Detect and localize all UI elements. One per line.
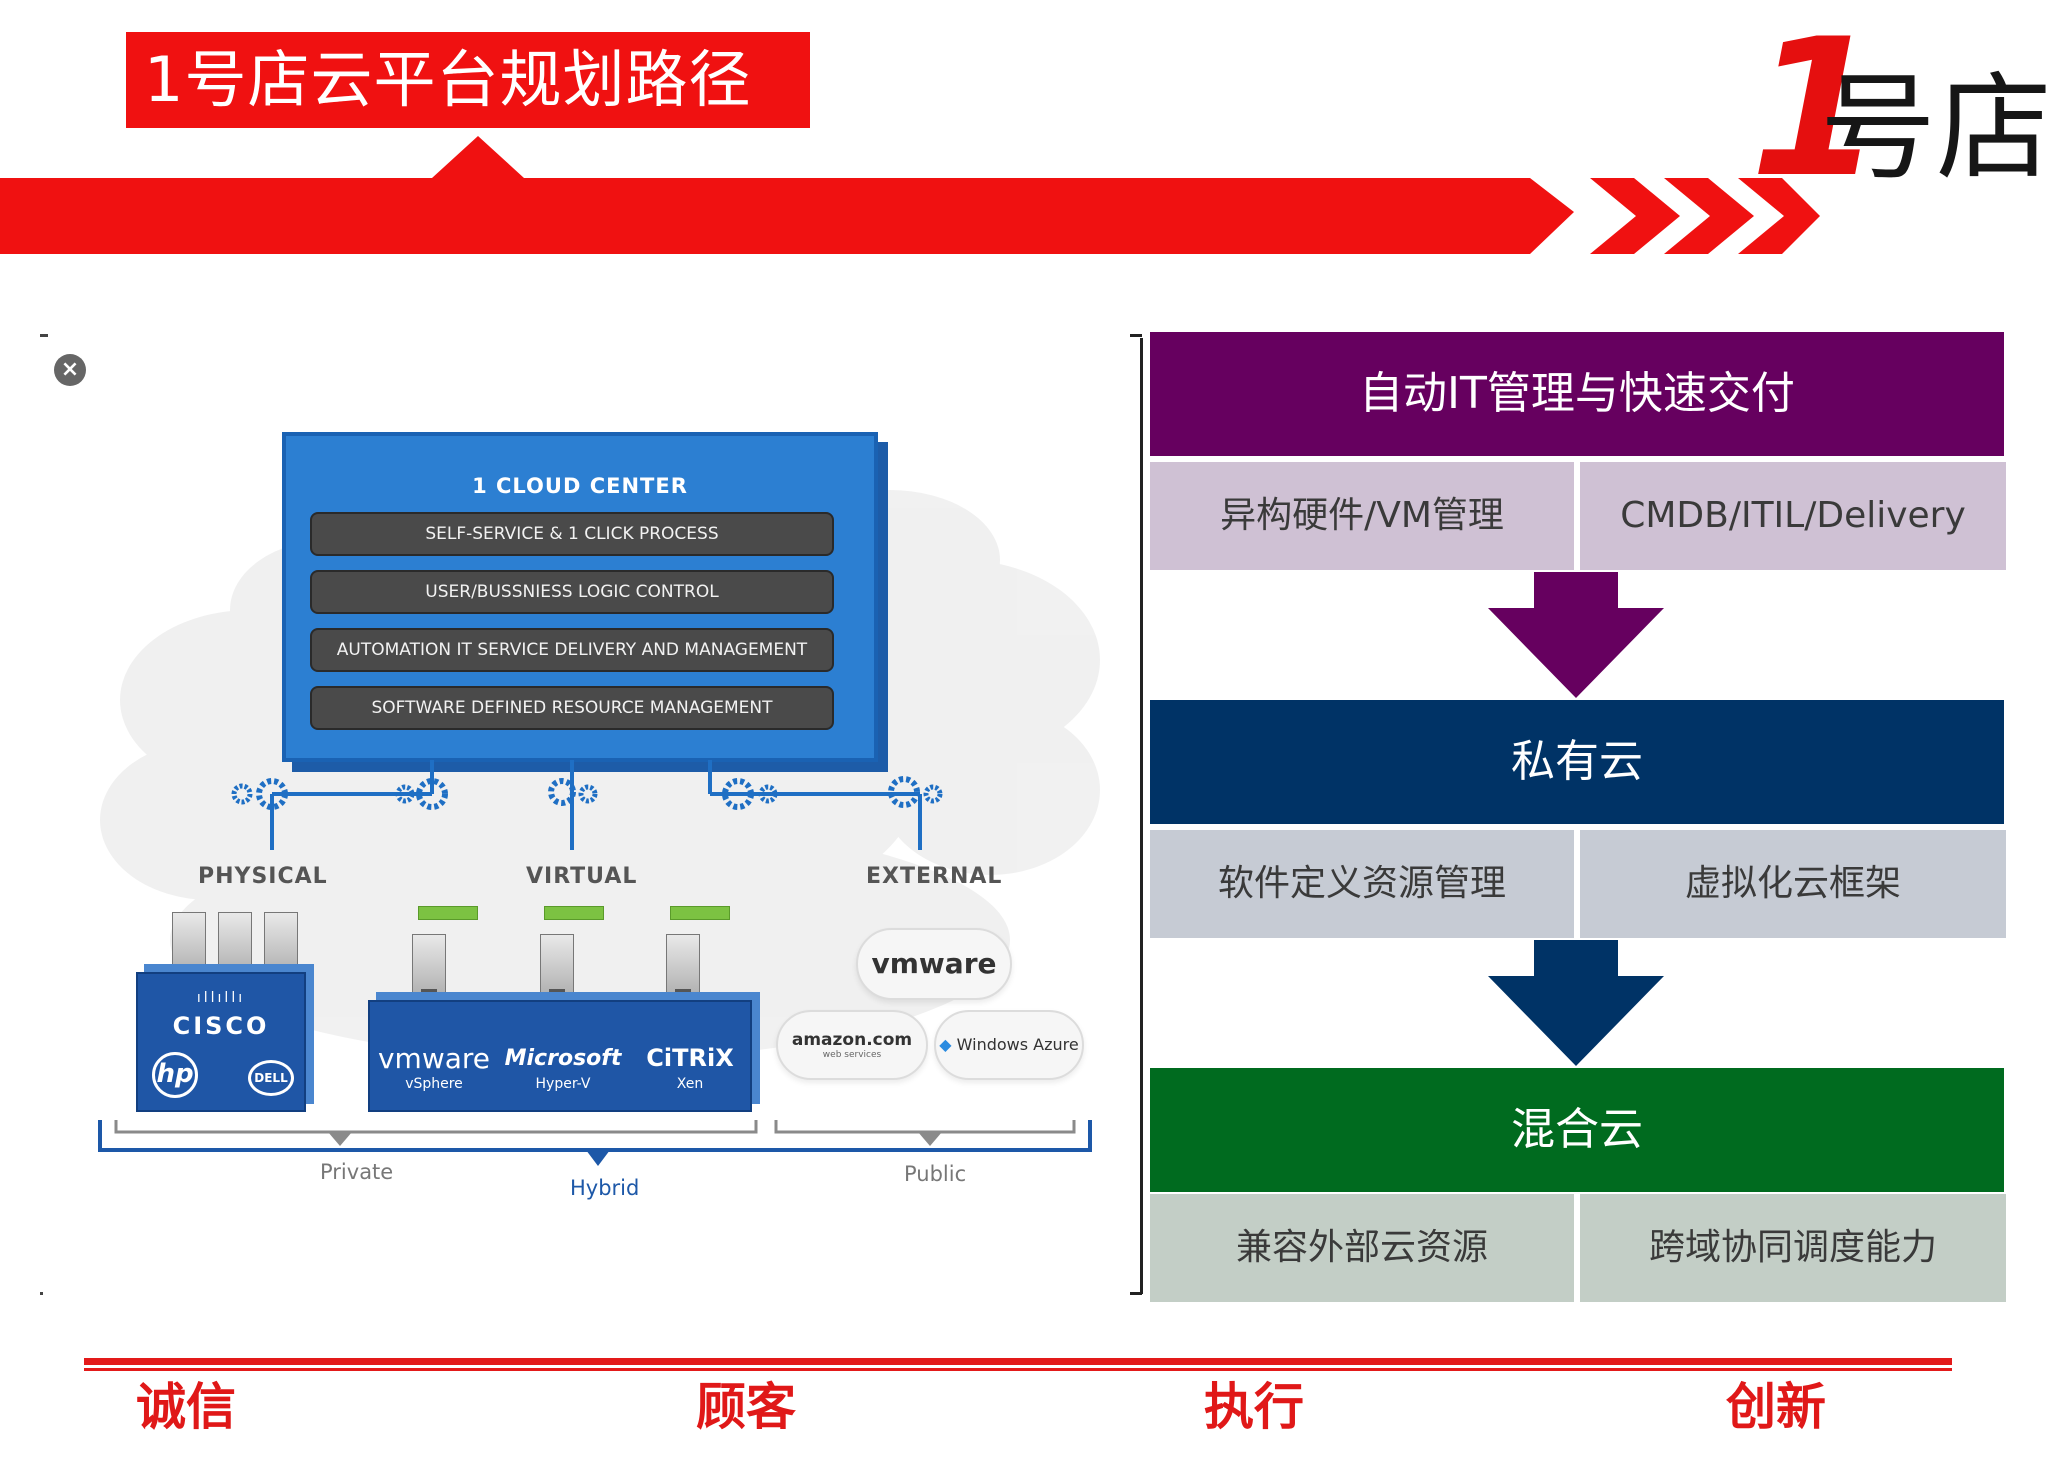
hyperv-label: Hyper-V xyxy=(535,1076,591,1092)
category-physical: PHYSICAL xyxy=(198,864,328,889)
bracket-public-label: Public xyxy=(904,1162,967,1186)
vm-tag-icon xyxy=(418,906,478,920)
windows-flag-icon: ◆ xyxy=(939,1035,952,1054)
hp-logo: hp xyxy=(152,1052,198,1098)
bracket-lines xyxy=(98,1120,1092,1166)
stage-hybrid-cloud-title: 混合云 xyxy=(1150,1068,2004,1192)
server-icon xyxy=(264,912,298,982)
title-notch xyxy=(432,136,524,178)
server-icon xyxy=(666,934,700,1004)
connector-network xyxy=(231,760,943,850)
stage-hybrid-cloud-left: 兼容外部云资源 xyxy=(1150,1194,1574,1302)
citrix-logo: CiTRiX xyxy=(646,1044,734,1072)
value-text: 顾客 xyxy=(696,1378,796,1436)
stage-private-cloud-title: 私有云 xyxy=(1150,700,2004,824)
footer-rule xyxy=(84,1358,1952,1365)
logo-number: 1 xyxy=(1750,0,1883,219)
microsoft-logo: Microsoft xyxy=(504,1046,622,1071)
amazon-sub: web services xyxy=(822,1050,882,1060)
stage-hybrid-cloud-right: 跨域协同调度能力 xyxy=(1580,1194,2006,1302)
image-corner-mark xyxy=(40,1292,43,1295)
server-icon xyxy=(540,934,574,1004)
value-text: 执行 xyxy=(1204,1378,1304,1436)
value-integrity: 诚信 xyxy=(136,1372,236,1442)
stage-auto-it-right: CMDB/ITIL/Delivery xyxy=(1580,462,2006,570)
vmware-logo: vmware xyxy=(377,1042,491,1075)
down-arrow-purple-icon xyxy=(1488,572,1664,698)
stack-divider-cap xyxy=(1130,1292,1142,1295)
amazon-cloud: amazon.com web services xyxy=(776,1010,928,1080)
server-icon xyxy=(412,934,446,1004)
server-icon xyxy=(172,912,206,982)
azure-cloud: ◆ Windows Azure xyxy=(934,1010,1084,1080)
stack-divider-line xyxy=(1140,338,1143,1294)
close-icon[interactable]: × xyxy=(54,354,86,386)
vm-tag-icon xyxy=(670,906,730,920)
value-text: 创新 xyxy=(1726,1378,1826,1436)
vsphere-label: vSphere xyxy=(405,1076,463,1092)
category-external: EXTERNAL xyxy=(866,864,1003,889)
stage-private-cloud-left: 软件定义资源管理 xyxy=(1150,830,1574,938)
value-execution: 执行 xyxy=(1204,1372,1304,1442)
vm-tag-icon xyxy=(544,906,604,920)
page-title: 1号店云平台规划路径 xyxy=(126,32,810,128)
stack-divider-cap xyxy=(1130,334,1142,337)
category-virtual: VIRTUAL xyxy=(526,864,638,889)
footer-rule xyxy=(84,1368,1952,1371)
server-icon xyxy=(218,912,252,982)
azure-logo: Windows Azure xyxy=(956,1035,1079,1054)
value-customer: 顾客 xyxy=(696,1372,796,1442)
cloud-center-title: 1 CLOUD CENTER xyxy=(472,474,688,498)
image-corner-mark xyxy=(40,334,48,337)
cisco-logo: CISCO xyxy=(172,1012,270,1040)
cloud-center-row: AUTOMATION IT SERVICE DELIVERY AND MANAG… xyxy=(310,628,834,672)
virtual-vendor-box: vmware vSphere Microsoft Hyper-V CiTRiX … xyxy=(368,1000,752,1112)
value-innovation: 创新 xyxy=(1726,1372,1826,1442)
logo-text: 号店 xyxy=(1820,61,2048,196)
bracket-hybrid-label: Hybrid xyxy=(570,1176,640,1200)
value-text: 诚信 xyxy=(136,1378,236,1436)
down-arrow-navy-icon xyxy=(1488,940,1664,1066)
cloud-center-row: SOFTWARE DEFINED RESOURCE MANAGEMENT xyxy=(310,686,834,730)
dell-logo: DELL xyxy=(248,1060,294,1096)
stage-auto-it-left: 异构硬件/VM管理 xyxy=(1150,462,1574,570)
header-arrow-band xyxy=(0,178,1820,254)
stage-auto-it-title: 自动IT管理与快速交付 xyxy=(1150,332,2004,456)
stage-private-cloud-right: 虚拟化云框架 xyxy=(1580,830,2006,938)
cloud-center-row: USER/BUSSNIESS LOGIC CONTROL xyxy=(310,570,834,614)
xen-label: Xen xyxy=(676,1076,704,1092)
yhd-logo: 1 号店 xyxy=(1750,0,2048,234)
cisco-bars-icon: ıllıllı xyxy=(196,990,246,1006)
amazon-logo: amazon.com xyxy=(791,1030,913,1050)
bracket-private-label: Private xyxy=(320,1160,394,1184)
cloud-center-box: 1 CLOUD CENTER SELF-SERVICE & 1 CLICK PR… xyxy=(282,432,878,762)
cloud-center-row: SELF-SERVICE & 1 CLICK PROCESS xyxy=(310,512,834,556)
physical-vendor-box: ıllıllı CISCO hp DELL xyxy=(136,972,306,1112)
vmware-cloud-logo: vmware xyxy=(856,928,1012,1000)
